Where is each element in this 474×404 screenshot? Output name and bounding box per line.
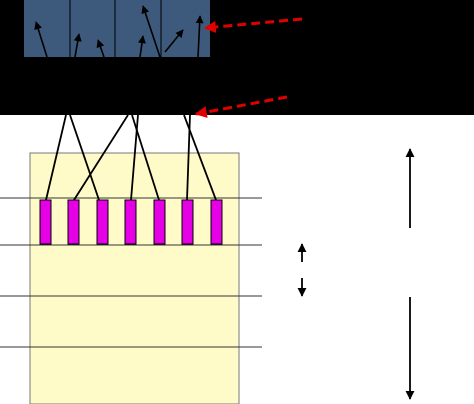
panel-arrow [73, 33, 82, 58]
panel-arrow [138, 35, 146, 58]
dashed-arrow-left-icon [194, 95, 288, 118]
pillars [39, 199, 223, 245]
pillar [39, 199, 52, 245]
top-panel-fill [24, 0, 210, 57]
connector-line [45, 114, 67, 201]
dashed-arrow-left-icon [203, 17, 303, 33]
pillar [181, 199, 194, 245]
scale-arrows [297, 148, 415, 400]
pillar [124, 199, 137, 245]
top-panel [24, 0, 210, 57]
connector-line [69, 114, 100, 201]
pillar [210, 199, 223, 245]
panel-arrow [141, 5, 161, 58]
panel-arrow [34, 21, 48, 58]
red-pointers [194, 17, 303, 118]
panel-arrow [96, 39, 105, 58]
connector-line [73, 114, 129, 201]
yellow-slab [29, 152, 240, 404]
connector-line [130, 114, 139, 201]
panel-arrow [195, 15, 204, 58]
connector-line [186, 114, 191, 201]
pillar [153, 199, 166, 245]
pillar [67, 199, 80, 245]
panel-arrow [164, 29, 184, 53]
connector-lines [45, 114, 217, 201]
panel-arrows [34, 5, 204, 58]
pillar [96, 199, 109, 245]
